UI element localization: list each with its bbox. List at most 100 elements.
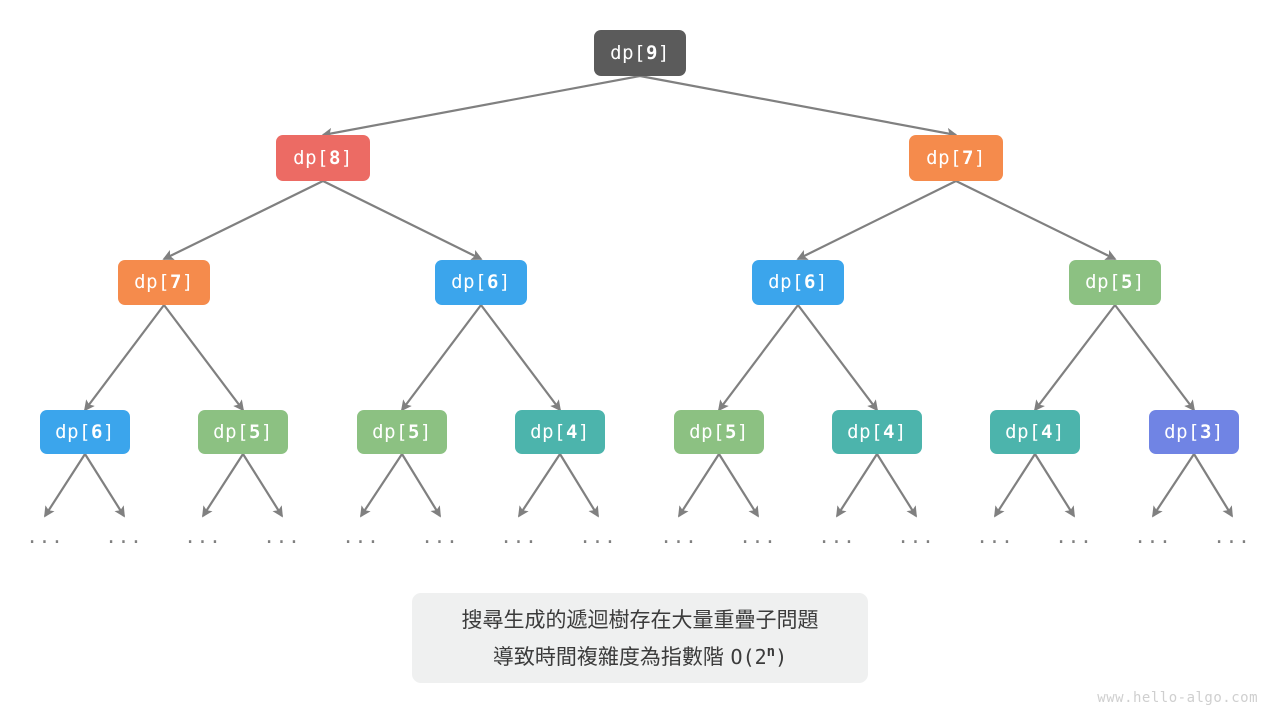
node-label-prefix: dp[	[768, 271, 804, 293]
node-label-index: 5	[248, 421, 261, 443]
tree-node-dp-4: dp[4]	[990, 410, 1080, 454]
leaf-ellipsis: ...	[1055, 526, 1093, 548]
node-label-suffix: ]	[102, 421, 115, 443]
tree-node-dp-5: dp[5]	[198, 410, 288, 454]
leaf-ellipsis: ...	[105, 526, 143, 548]
tree-edge	[321, 74, 641, 139]
tree-edge	[717, 304, 799, 412]
node-label-prefix: dp[	[293, 147, 329, 169]
tree-node-dp-7: dp[7]	[909, 135, 1003, 181]
node-label-prefix: dp[	[610, 42, 646, 64]
node-label-suffix: ]	[260, 421, 273, 443]
complexity-open: O(2	[730, 644, 767, 669]
tree-edge	[1114, 304, 1196, 412]
node-label-index: 9	[645, 42, 658, 64]
tree-node-dp-4: dp[4]	[515, 410, 605, 454]
tree-edge	[796, 180, 957, 260]
leaf-ellipsis: ...	[26, 526, 64, 548]
tree-edge	[360, 453, 403, 518]
node-label-prefix: dp[	[1164, 421, 1200, 443]
tree-edge	[639, 74, 958, 139]
leaf-ellipsis: ...	[579, 526, 617, 548]
leaf-ellipsis: ...	[263, 526, 301, 548]
node-label-prefix: dp[	[689, 421, 725, 443]
tree-edge	[1193, 453, 1233, 518]
node-label-index: 4	[565, 421, 578, 443]
node-label-prefix: dp[	[926, 147, 962, 169]
tree-edge	[242, 453, 283, 518]
leaf-ellipsis: ...	[818, 526, 856, 548]
node-label-suffix: ]	[498, 271, 511, 293]
node-label-prefix: dp[	[213, 421, 249, 443]
node-label-suffix: ]	[1211, 421, 1224, 443]
tree-edge	[518, 453, 561, 518]
tree-node-dp-5: dp[5]	[674, 410, 764, 454]
node-label-prefix: dp[	[55, 421, 91, 443]
tree-node-dp-3: dp[3]	[1149, 410, 1239, 454]
tree-edge	[559, 453, 599, 518]
node-label-suffix: ]	[1132, 271, 1145, 293]
complexity-exponent: n	[766, 643, 776, 660]
caption-line-1: 搜尋生成的遞迴樹存在大量重疊子問題	[461, 607, 819, 632]
tree-edge	[400, 304, 482, 412]
tree-edge	[322, 180, 483, 260]
tree-node-dp-5: dp[5]	[1069, 259, 1161, 305]
node-label-suffix: ]	[577, 421, 590, 443]
tree-edge	[678, 453, 720, 518]
tree-node-dp-6: dp[6]	[435, 259, 527, 305]
leaf-ellipsis: ...	[976, 526, 1014, 548]
tree-edge	[84, 453, 125, 518]
leaf-ellipsis: ...	[739, 526, 777, 548]
caption-box: 搜尋生成的遞迴樹存在大量重疊子問題 導致時間複雜度為指數階 O(2n)	[412, 593, 868, 683]
tree-node-dp-9: dp[9]	[594, 30, 686, 76]
node-label-suffix: ]	[419, 421, 432, 443]
node-label-suffix: ]	[181, 271, 194, 293]
node-label-index: 5	[724, 421, 737, 443]
tree-edge	[44, 453, 86, 518]
tree-edge	[480, 304, 562, 412]
tree-edge	[876, 453, 917, 518]
node-label-index: 6	[486, 271, 499, 293]
leaf-ellipsis: ...	[897, 526, 935, 548]
tree-node-dp-4: dp[4]	[832, 410, 922, 454]
node-label-index: 6	[803, 271, 816, 293]
tree-edge	[955, 180, 1117, 260]
node-label-prefix: dp[	[134, 271, 170, 293]
leaf-ellipsis: ...	[421, 526, 459, 548]
node-label-index: 5	[1120, 271, 1133, 293]
node-label-prefix: dp[	[847, 421, 883, 443]
node-label-prefix: dp[	[530, 421, 566, 443]
tree-edge	[162, 180, 324, 260]
watermark: www.hello-algo.com	[1097, 690, 1258, 706]
node-label-prefix: dp[	[372, 421, 408, 443]
tree-edge	[1033, 304, 1116, 412]
tree-node-dp-8: dp[8]	[276, 135, 370, 181]
tree-edge	[1152, 453, 1195, 518]
tree-node-dp-6: dp[6]	[752, 259, 844, 305]
node-label-index: 8	[328, 147, 341, 169]
leaf-ellipsis: ...	[660, 526, 698, 548]
node-label-suffix: ]	[973, 147, 986, 169]
node-label-index: 3	[1199, 421, 1212, 443]
tree-node-dp-7: dp[7]	[118, 259, 210, 305]
tree-edge	[1034, 453, 1075, 518]
node-label-index: 5	[407, 421, 420, 443]
node-label-prefix: dp[	[1085, 271, 1121, 293]
tree-edge	[202, 453, 244, 518]
leaf-ellipsis: ...	[342, 526, 380, 548]
node-label-suffix: ]	[340, 147, 353, 169]
node-label-index: 4	[882, 421, 895, 443]
node-label-suffix: ]	[894, 421, 907, 443]
tree-node-dp-6: dp[6]	[40, 410, 130, 454]
complexity-close: )	[775, 644, 788, 669]
node-label-suffix: ]	[657, 42, 670, 64]
leaf-ellipsis: ...	[1213, 526, 1251, 548]
node-label-index: 7	[169, 271, 182, 293]
node-label-index: 6	[90, 421, 103, 443]
node-label-index: 7	[961, 147, 974, 169]
node-label-prefix: dp[	[451, 271, 487, 293]
leaf-ellipsis: ...	[1134, 526, 1172, 548]
tree-node-dp-5: dp[5]	[357, 410, 447, 454]
node-label-suffix: ]	[736, 421, 749, 443]
